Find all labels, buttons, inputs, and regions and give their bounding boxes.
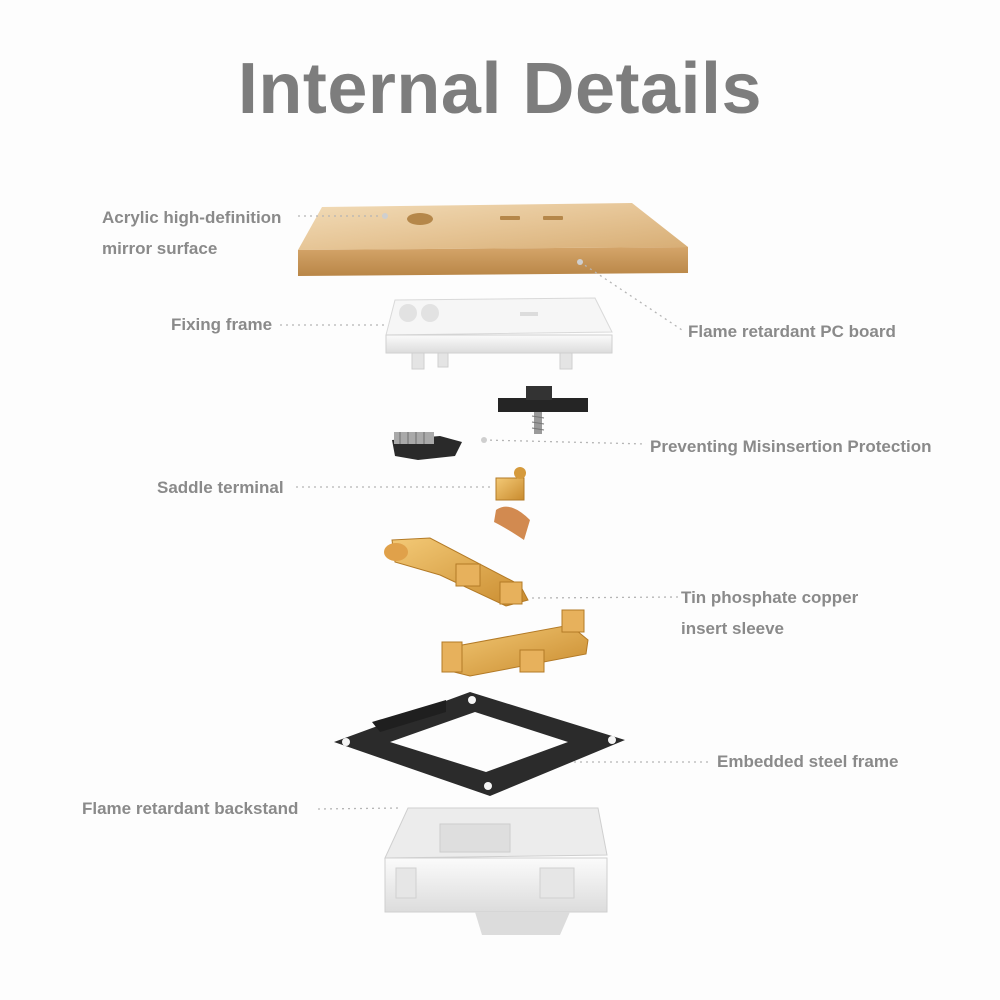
leader-misinsertion — [483, 439, 647, 445]
label-copper-line-2: insert sleeve — [681, 619, 785, 638]
spring-block — [392, 432, 462, 460]
backstand — [384, 807, 608, 935]
page-title: Internal Details — [237, 49, 763, 129]
label-copper-sleeve: Tin phosphate copper insert sleeve — [681, 582, 858, 644]
label-acrylic-line-1: Acrylic high-definition — [102, 208, 282, 227]
label-acrylic-surface: Acrylic high-definition mirror surface — [102, 202, 281, 264]
label-misinsertion-protection: Preventing Misinsertion Protection — [650, 437, 932, 456]
label-acrylic-line-2: mirror surface — [102, 239, 218, 258]
leader-copper — [531, 596, 679, 599]
fixing-frame — [385, 297, 613, 370]
label-steel-frame: Embedded steel frame — [717, 752, 899, 771]
acrylic-panel — [298, 203, 688, 276]
leader-lines — [280, 215, 712, 810]
label-backstand: Flame retardant backstand — [82, 799, 299, 818]
leader-pc-board — [579, 261, 683, 331]
copper-sleeve-2 — [441, 609, 589, 677]
copper-sleeve-1 — [384, 537, 529, 607]
label-saddle-terminal: Saddle terminal — [157, 478, 284, 497]
label-pc-board: Flame retardant PC board — [688, 322, 896, 341]
misinsertion-protection — [498, 386, 588, 434]
label-copper-line-1: Tin phosphate copper — [681, 588, 859, 607]
saddle-terminal — [494, 467, 530, 540]
leader-backstand — [317, 807, 401, 810]
label-fixing-frame: Fixing frame — [171, 315, 273, 334]
steel-frame — [334, 692, 625, 796]
leader-dots — [382, 213, 583, 443]
